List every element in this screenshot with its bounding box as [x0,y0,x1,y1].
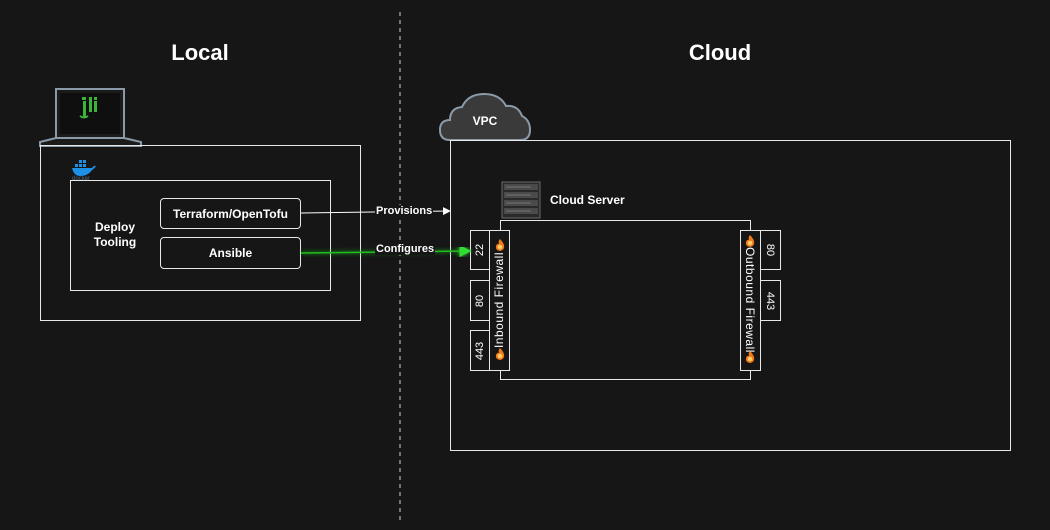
vpc-boundary-box [450,140,1011,451]
firewall-flame-icon [495,348,505,360]
cloud-section-title: Cloud [688,40,752,65]
local-section-title: Local [171,40,229,65]
local-machine-box [40,145,361,321]
outbound-port-80: 80 [760,230,781,270]
laptop-icon [39,88,142,147]
inbound-port-80: 80 [470,280,490,321]
configures-edge-label: Configures [375,243,436,255]
server-rack-icon [501,181,541,219]
firewall-flame-icon [745,351,755,363]
outbound-port-443: 443 [760,280,781,321]
jupyter-logo-icon [79,97,97,119]
firewall-flame-icon [745,235,755,247]
docker-container-box [70,180,331,291]
docker-caption: docker [72,176,91,182]
deploy-tooling-label: Deploy Tooling [93,220,137,249]
vpc-cloud-icon [438,92,532,141]
provisions-edge-label: Provisions [375,205,434,217]
cloud-server-label: Cloud Server [550,193,625,207]
docker-logo-icon [72,160,96,176]
firewall-flame-icon [495,239,505,251]
vpc-label: VPC [472,114,498,128]
terraform-opentofu-node[interactable]: Terraform/OpenTofu [160,198,301,229]
inbound-port-443: 443 [470,330,490,371]
ansible-node[interactable]: Ansible [160,237,301,269]
